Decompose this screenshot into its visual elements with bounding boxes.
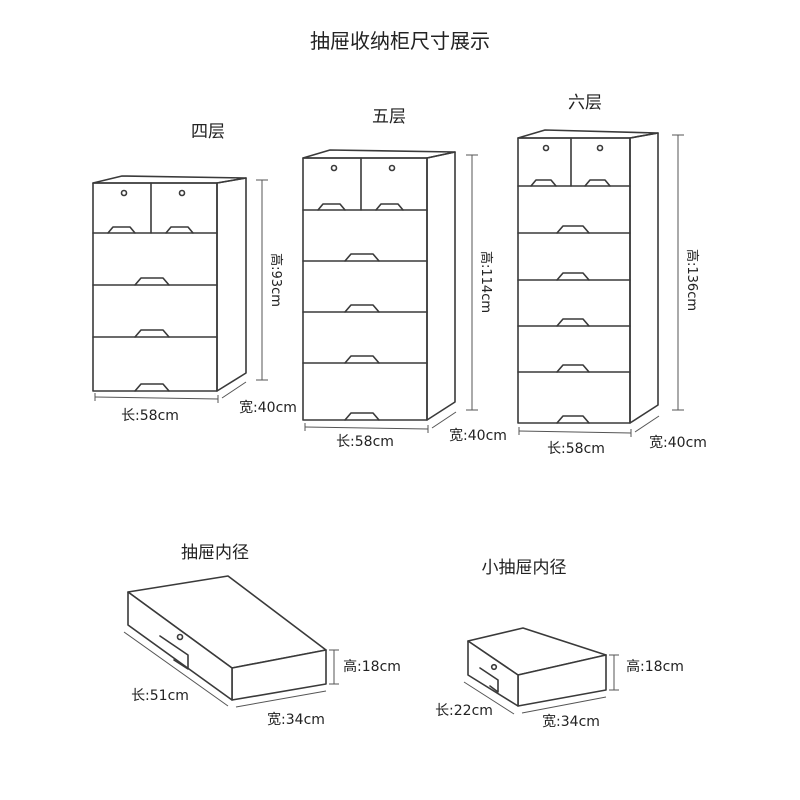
cabinet-six-tier-handle-7 xyxy=(556,415,590,424)
drawer-small: 小抽屉内径 高:18cm 长:22cm 宽:34cm xyxy=(435,558,684,730)
drawer-small-lock xyxy=(490,663,498,671)
cabinet-four-tier-name: 四层 xyxy=(191,122,225,142)
cabinet-five-tier-handle-4 xyxy=(344,304,380,313)
cabinet-four-tier-length: 长:58cm xyxy=(121,408,179,424)
cabinet-four-tier-side xyxy=(216,177,247,392)
drawer-small-handle xyxy=(479,667,499,693)
drawer-small-height: 高:18cm xyxy=(626,658,684,675)
drawer-large-height: 高:18cm xyxy=(343,658,401,675)
drawer-large-name: 抽屉内径 xyxy=(181,543,249,563)
drawer-large-length: 长:51cm xyxy=(131,688,189,704)
drawer-small-name: 小抽屉内径 xyxy=(482,558,567,578)
drawer-large: 抽屉内径 高:18cm 长:51cm 宽:34cm xyxy=(123,543,401,728)
cabinet-five-tier-front xyxy=(302,157,428,421)
drawer-small-width: 宽:34cm xyxy=(542,713,600,730)
page-title: 抽屉收纳柜尺寸展示 xyxy=(310,29,490,53)
cabinet-five-tier-handle-2 xyxy=(375,203,404,211)
cabinet-four-tier-handle-2 xyxy=(165,226,194,234)
cabinet-four-tier-lock-right xyxy=(178,189,186,197)
cabinet-five-tier-width: 宽:40cm xyxy=(449,427,507,444)
cabinet-five-tier-handle-5 xyxy=(344,355,380,364)
cabinet-six-tier-handle-2 xyxy=(584,179,611,187)
cabinet-five-tier-handle-1 xyxy=(317,203,346,211)
cabinet-four-tier-height: 高:93cm xyxy=(268,253,284,307)
cabinet-six-tier-length: 长:58cm xyxy=(547,441,605,457)
cabinet-four-tier-handle-1 xyxy=(107,226,136,234)
cabinet-six-tier-lock-left xyxy=(542,144,550,152)
cabinet-five-tier-handle-3 xyxy=(344,253,380,262)
drawer-small-front xyxy=(467,640,519,707)
cabinet-six-tier: 六层 高:136cm 长:58cm 宽:40cm xyxy=(517,93,707,457)
cabinet-five-tier-handle-6 xyxy=(344,412,380,421)
cabinet-six-tier-width: 宽:40cm xyxy=(649,434,707,451)
drawer-small-length: 长:22cm xyxy=(435,703,493,719)
cabinet-six-tier-handle-5 xyxy=(556,318,590,327)
cabinet-six-tier-lock-right xyxy=(596,144,604,152)
cabinet-five-tier-side xyxy=(426,151,456,421)
cabinet-four-tier-width: 宽:40cm xyxy=(239,399,297,416)
cabinet-six-tier-height: 高:136cm xyxy=(684,249,700,311)
cabinet-five-tier-name: 五层 xyxy=(372,107,406,127)
cabinet-six-tier-name: 六层 xyxy=(568,93,602,113)
cabinet-six-tier-side xyxy=(629,132,659,424)
drawer-large-handle xyxy=(159,635,189,670)
cabinet-five-tier-lock-right xyxy=(388,164,396,172)
cabinet-five-tier-lock-left xyxy=(330,164,338,172)
drawer-large-width: 宽:34cm xyxy=(267,711,325,728)
cabinet-five-tier-length: 长:58cm xyxy=(336,434,394,450)
cabinet-four-tier-handle-5 xyxy=(134,383,170,392)
cabinet-four-tier-front xyxy=(92,182,218,392)
cabinet-four-tier: 四层 高:93cm 长:58cm 宽:40cm xyxy=(92,122,297,424)
drawer-large-lock xyxy=(176,633,184,641)
cabinet-six-tier-handle-4 xyxy=(556,272,590,281)
cabinet-six-tier-handle-1 xyxy=(530,179,557,187)
drawer-large-front xyxy=(127,591,233,701)
cabinet-four-tier-handle-3 xyxy=(134,277,170,286)
cabinet-six-tier-handle-6 xyxy=(556,364,590,373)
cabinet-five-tier: 五层 高:114cm 长:58cm 宽:40cm xyxy=(302,107,507,450)
cabinet-four-tier-lock-left xyxy=(120,189,128,197)
cabinet-six-tier-handle-3 xyxy=(556,225,590,234)
cabinet-four-tier-handle-4 xyxy=(134,329,170,338)
cabinet-five-tier-height: 高:114cm xyxy=(478,251,494,313)
